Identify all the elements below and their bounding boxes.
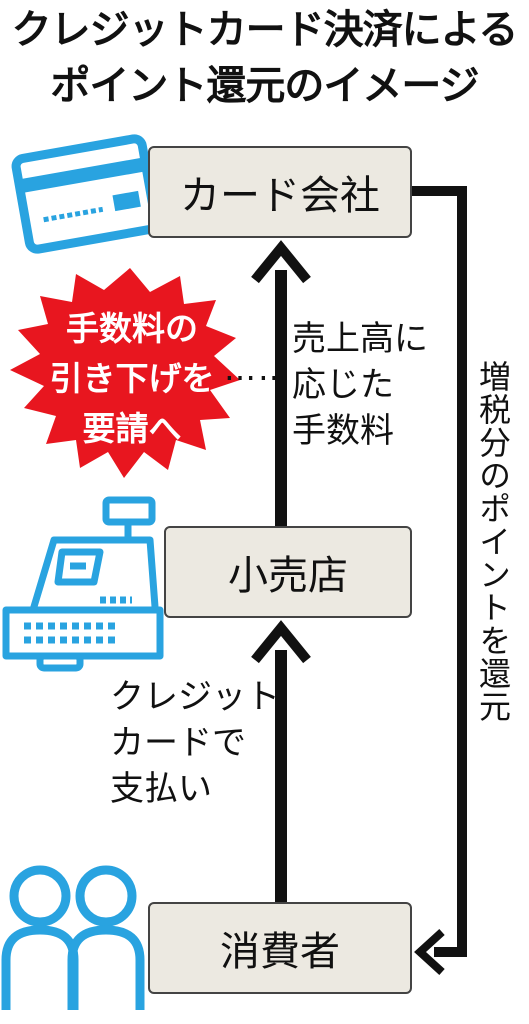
title-line-2: ポイント還元のイメージ (50, 63, 479, 109)
cash-register-icon (2, 496, 164, 672)
fee-label-line: 売上高に (292, 319, 428, 359)
callout-line: 手数料の (66, 309, 198, 348)
payment-label-line: 支払い (110, 769, 212, 809)
node-retailer: 小売店 (164, 526, 412, 618)
point-return-label: 増税分のポイントを還元 (474, 360, 512, 723)
arrow-store-to-card-company (251, 240, 311, 526)
arrow-card-company-to-consumer (412, 186, 467, 975)
node-consumer: 消費者 (148, 902, 412, 994)
node-consumer-label: 消費者 (220, 929, 340, 975)
node-retailer-label: 小売店 (228, 553, 348, 599)
callout-line: 引き下げを (49, 359, 215, 398)
payment-label: クレジット カードで 支払い (110, 674, 280, 812)
fee-label: 売上高に 応じた 手数料 (292, 316, 428, 454)
callout-burst (10, 268, 240, 478)
callout-line: 要請へ (82, 409, 182, 448)
node-card-company-label: カード会社 (180, 173, 380, 219)
people-icon (1, 865, 145, 1010)
title-line-1: クレジットカード決済による (11, 7, 519, 53)
callout-text: 手数料の 引き下げを 要請へ (26, 304, 238, 454)
node-card-company: カード会社 (148, 146, 412, 238)
payment-label-line: クレジット (110, 677, 280, 717)
fee-label-line: 手数料 (292, 411, 394, 451)
fee-label-line: 応じた (292, 365, 394, 405)
credit-card-icon (11, 134, 161, 254)
callout-dots: …… (224, 350, 292, 388)
arrow-consumer-to-store (251, 620, 311, 902)
payment-label-line: カードで (110, 723, 246, 763)
